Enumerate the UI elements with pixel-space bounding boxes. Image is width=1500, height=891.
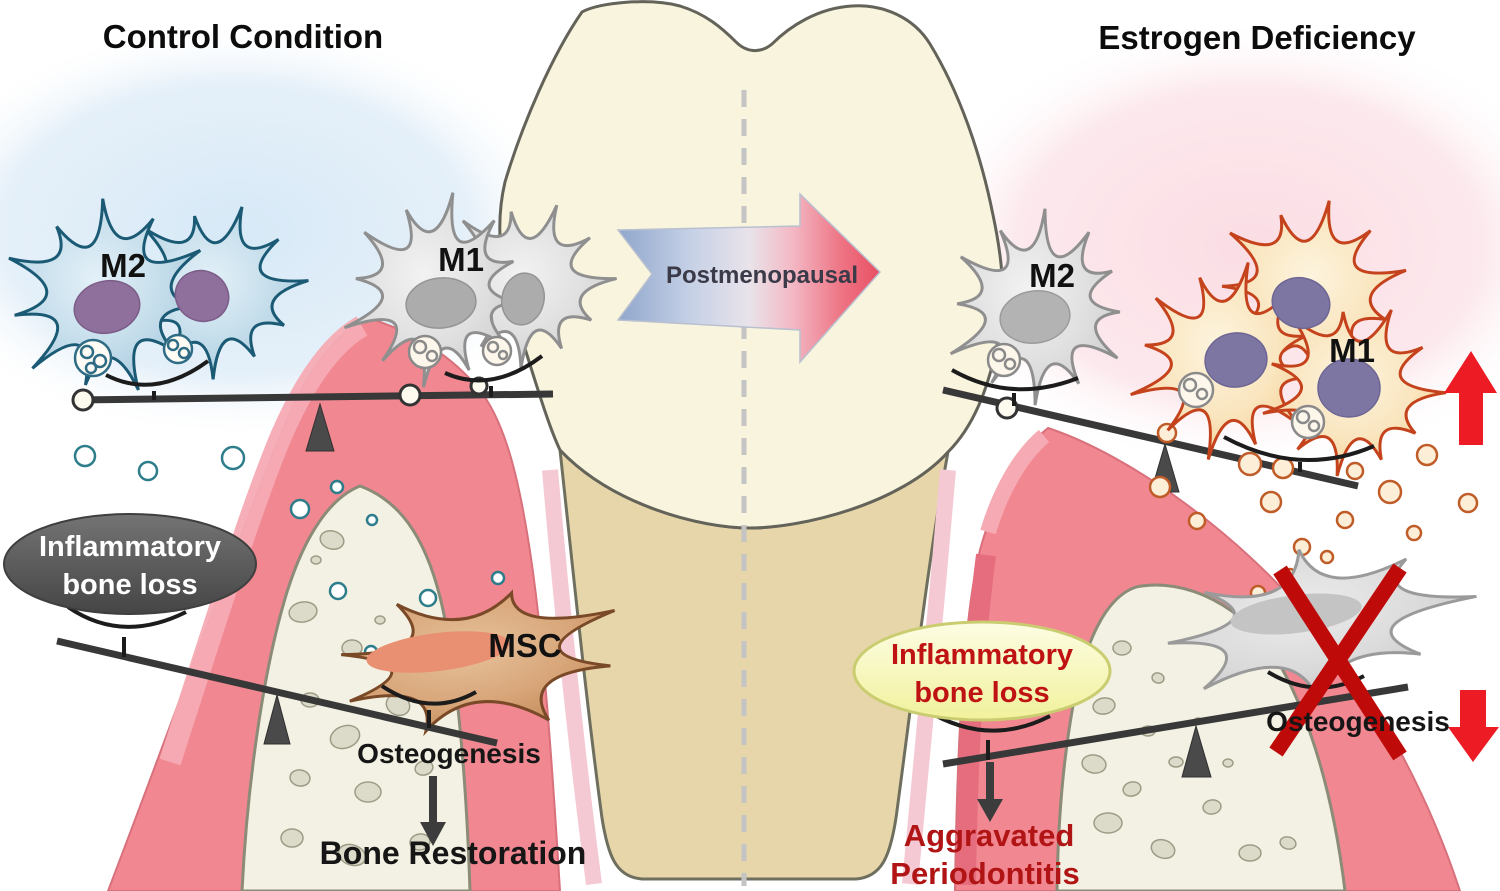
ligament-stripe-left (542, 469, 602, 886)
vesicle-cluster (1177, 371, 1326, 440)
m1-nucleus (1317, 358, 1381, 418)
m2-nucleus (174, 269, 230, 323)
m2-macrophages-left (8, 198, 309, 391)
aggravated-periodontitis-line2: Periodontitis (890, 856, 1079, 891)
aggravated-periodontitis-line1: Aggravated (904, 818, 1075, 853)
beam-pivot-dot (71, 388, 95, 412)
down-arrow-icon-right (977, 762, 1003, 822)
down-arrow-icon-left (420, 776, 446, 846)
bone-left (240, 484, 472, 891)
m1-nucleus (1271, 276, 1331, 330)
gum-left-highlight (159, 316, 368, 766)
m2-macrophage-right (949, 208, 1121, 406)
m2-label-right: M2 (1029, 257, 1075, 294)
balance-beam-bottom-left (56, 637, 498, 747)
title-estrogen-deficiency: Estrogen Deficiency (1098, 19, 1416, 56)
m1-label-left: M1 (438, 241, 484, 278)
fulcrum-icon-bottom-right (1181, 724, 1212, 778)
beam-pivot-dot (398, 383, 422, 407)
inflammatory-bone-loss-ellipse-left (3, 513, 257, 615)
m1-label-right: M1 (1329, 332, 1375, 369)
m1-macrophages-left (343, 192, 617, 388)
red-x-icon (1269, 563, 1407, 761)
m2-vesicles-left (73, 444, 506, 660)
m2-nucleus (999, 290, 1071, 344)
inflammatory-label-left-line2: bone loss (62, 569, 197, 601)
m1-nucleus (1204, 332, 1268, 388)
osteogenesis-label-left: Osteogenesis (357, 738, 541, 769)
msc-nucleus (366, 631, 510, 673)
vesicle-cluster (986, 342, 1022, 378)
gum-right-highlight (980, 429, 1050, 535)
bone-restoration-label: Bone Restoration (320, 835, 587, 871)
m1-nucleus (405, 277, 477, 329)
inflammatory-bone-loss-ellipse-right (852, 620, 1112, 722)
title-control: Control Condition (103, 18, 383, 55)
fulcrum-icon-bottom-left (263, 693, 291, 745)
osteogenesis-label-right: Osteogenesis (1266, 706, 1450, 737)
balance-beam-bottom-right (942, 683, 1409, 768)
msc-label: MSC (488, 627, 561, 664)
vesicle-cluster (73, 333, 194, 378)
postmenopausal-arrow (616, 192, 882, 364)
m1-nucleus (501, 272, 545, 326)
msc-nucleus-gray (1230, 593, 1362, 635)
m1-vesicles-right (1148, 422, 1479, 602)
inflammatory-label-right-line2: bone loss (914, 677, 1049, 709)
fulcrum-icon-top-left (305, 402, 335, 452)
msc-cell-left (336, 578, 627, 744)
m2-label-left: M2 (100, 247, 146, 284)
postmenopausal-label: Postmenopausal (666, 262, 858, 289)
trabecular-spots-left (280, 530, 436, 867)
inflammatory-label-left-line1: Inflammatory (39, 531, 221, 563)
trabecular-spots-right (1081, 640, 1297, 862)
red-up-arrow-icon (1444, 351, 1497, 445)
inflammatory-label-right-line1: Inflammatory (891, 639, 1073, 671)
red-down-arrow-icon (1448, 690, 1499, 762)
m1-macrophages-right (1130, 200, 1447, 477)
m2-nucleus (73, 279, 141, 335)
vesicle-cluster (407, 334, 513, 370)
